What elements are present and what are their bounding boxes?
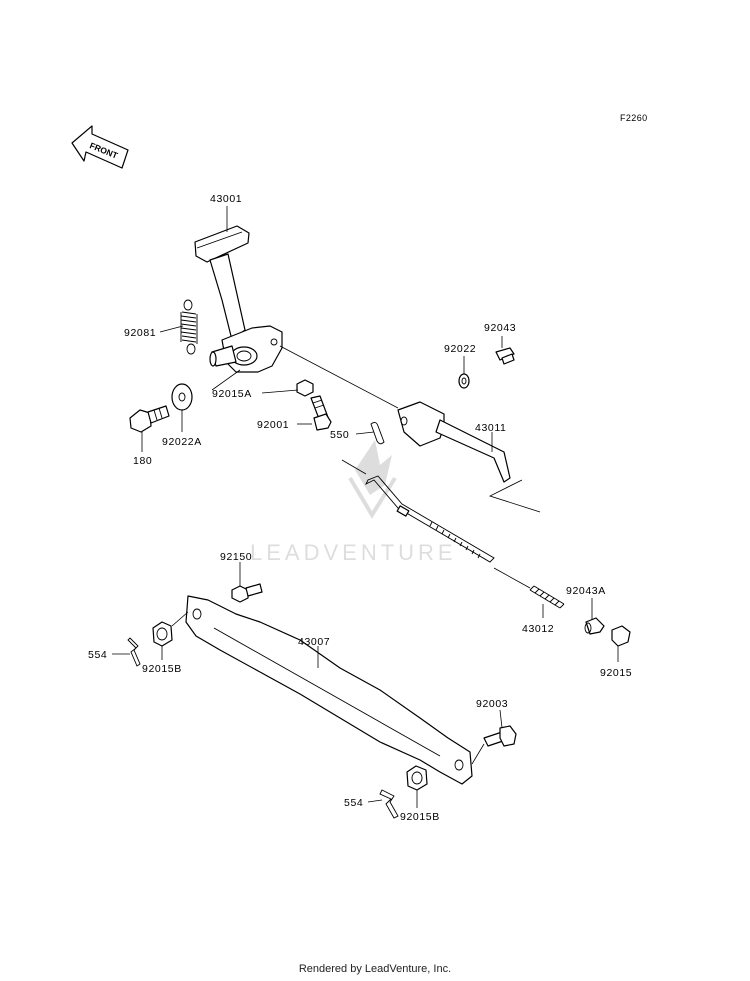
- bolt-92003: [483, 725, 517, 747]
- label-92150: 92150: [220, 551, 252, 563]
- leadventure-watermark: LEADVENTURE: [250, 440, 457, 565]
- bolt-92150: [231, 583, 263, 603]
- label-92081: 92081: [124, 327, 156, 339]
- leader-lines: [112, 206, 619, 808]
- cotter-pin-550: [370, 421, 385, 445]
- nut-92015B-left: [152, 621, 173, 647]
- brake-pedal-43001: [194, 225, 283, 373]
- link-43007: [185, 595, 473, 785]
- label-550: 550: [330, 429, 349, 441]
- watermark-text: LEADVENTURE: [250, 540, 457, 565]
- brake-rod-43012: [364, 475, 495, 563]
- clip-554-left: [127, 637, 141, 667]
- front-arrow-icon: FRONT: [71, 125, 129, 169]
- label-92043A: 92043A: [566, 585, 606, 597]
- bolt-92001: [310, 395, 332, 431]
- label-92022: 92022: [444, 343, 476, 355]
- washer-92022A: [171, 383, 193, 411]
- nut-92015A: [296, 379, 314, 397]
- label-92022A: 92022A: [162, 436, 202, 448]
- label-92001: 92001: [257, 419, 289, 431]
- assembly-frame: [341, 459, 541, 513]
- label-43007: 43007: [298, 636, 330, 648]
- label-554-right: 554: [344, 797, 363, 809]
- label-92015B-right: 92015B: [400, 811, 440, 823]
- washer-92022: [458, 373, 470, 389]
- spring-92081: [180, 299, 198, 355]
- nut-92015: [611, 625, 631, 647]
- label-180: 180: [133, 455, 152, 467]
- label-92015B-left: 92015B: [142, 663, 182, 675]
- nut-92015B-right: [406, 765, 428, 791]
- label-43011: 43011: [475, 422, 506, 434]
- bolt-180: [129, 405, 170, 433]
- label-92015A: 92015A: [212, 388, 252, 400]
- label-554-left: 554: [88, 649, 107, 661]
- label-92003: 92003: [476, 698, 508, 710]
- label-43012: 43012: [522, 623, 554, 635]
- label-92015: 92015: [600, 667, 632, 679]
- clip-554-right: [379, 789, 399, 819]
- footer-credit: Rendered by LeadVenture, Inc.: [298, 963, 452, 975]
- pin-92043: [495, 347, 515, 365]
- spring-43012: [529, 585, 565, 609]
- label-43001: 43001: [210, 193, 242, 205]
- diagram-code: F2260: [620, 113, 648, 123]
- pin-92043A: [584, 617, 605, 635]
- brake-rod-43011: [397, 401, 511, 483]
- label-92043: 92043: [484, 322, 516, 334]
